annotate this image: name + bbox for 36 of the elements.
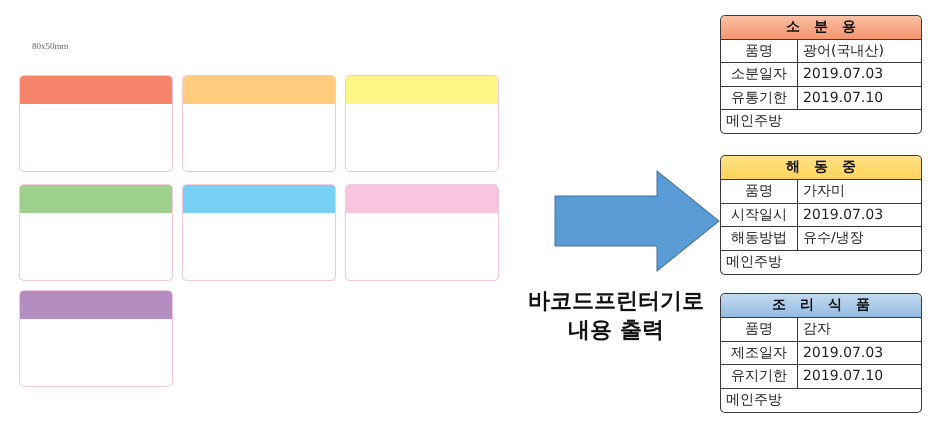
field-name-cell: 제조일자 — [721, 342, 798, 366]
field-value-cell: 2019.07.10 — [798, 365, 921, 390]
footer-cell-text: 메인주방 — [725, 253, 783, 272]
field-name-cell: 품명 — [721, 180, 798, 204]
label-table — [720, 15, 922, 134]
table-header: 조 리 식 품 — [721, 294, 921, 318]
field-name-cell: 유지기한 — [721, 365, 798, 390]
field-value-cell: 2019.07.03 — [798, 63, 921, 87]
table-header: 소 분 용 — [721, 16, 921, 40]
field-value-cell: 감자 — [798, 318, 921, 342]
footer-cell-text: 메인주방 — [725, 112, 783, 132]
label-table — [720, 155, 922, 275]
blank-label-card — [19, 290, 173, 387]
field-name-cell: 품명 — [721, 318, 798, 342]
footer-cell-text: 메인주방 — [725, 391, 783, 410]
field-value-cell: 가자미 — [798, 180, 921, 204]
field-value-cell: 유수/냉장 — [798, 227, 921, 252]
field-name-cell: 해동방법 — [721, 227, 798, 252]
size-label: 80x50mm — [32, 41, 69, 51]
field-name-cell: 품명 — [721, 40, 798, 64]
blank-label-card — [19, 75, 173, 172]
blank-label-card — [345, 184, 499, 281]
field-value-cell: 2019.07.10 — [798, 86, 921, 110]
field-value-cell: 2019.07.03 — [798, 204, 921, 228]
label-table — [720, 293, 922, 413]
table-header: 해 동 중 — [721, 156, 921, 180]
blank-label-card — [182, 184, 336, 281]
blank-label-card — [345, 75, 499, 172]
blank-label-card — [19, 184, 173, 281]
field-value-cell: 2019.07.03 — [798, 342, 921, 366]
field-value-cell: 광어(국내산) — [798, 40, 921, 64]
block-arrow — [554, 170, 720, 272]
field-name-cell: 유통기한 — [721, 86, 798, 110]
field-name-cell: 소분일자 — [721, 63, 798, 87]
blank-label-card — [182, 75, 336, 172]
field-name-cell: 시작일시 — [721, 204, 798, 228]
